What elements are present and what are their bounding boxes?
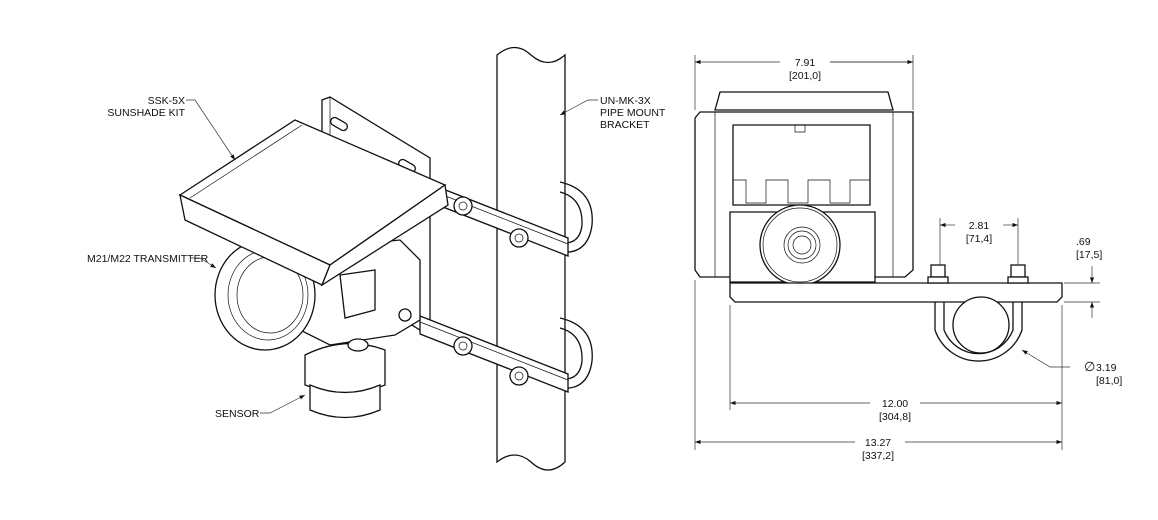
svg-text:13.27: 13.27 xyxy=(865,437,891,449)
nuts xyxy=(453,196,529,386)
svg-text:∅: ∅ xyxy=(1084,359,1095,374)
dim-overall-length: 13.27 [337,2] xyxy=(694,280,1062,462)
callout-bracket: UN-MK-3X PIPE MOUNT BRACKET xyxy=(559,95,666,131)
dim-bolt-spacing: 2.81 [71,4] xyxy=(939,218,1019,265)
bracket-plate xyxy=(729,282,1063,303)
svg-text:SENSOR: SENSOR xyxy=(215,408,260,420)
svg-text:SSK-5X: SSK-5X xyxy=(148,95,185,107)
u-bolt-upper xyxy=(559,181,593,253)
svg-text:3.19: 3.19 xyxy=(1096,362,1117,374)
callout-sunshade: SSK-5X SUNSHADE KIT xyxy=(107,95,236,161)
svg-text:2.81: 2.81 xyxy=(969,220,990,232)
callout-transmitter: M21/M22 TRANSMITTER xyxy=(87,253,217,269)
u-bolt-lower xyxy=(559,317,593,389)
svg-text:[17,5]: [17,5] xyxy=(1076,249,1102,261)
svg-text:[81,0]: [81,0] xyxy=(1096,375,1122,387)
svg-text:UN-MK-3X: UN-MK-3X xyxy=(600,95,651,107)
dim-pipe-diameter: ∅ 3.19 [81,0] xyxy=(1021,349,1122,387)
svg-text:[304,8]: [304,8] xyxy=(879,411,911,423)
svg-text:SUNSHADE KIT: SUNSHADE KIT xyxy=(107,107,185,119)
svg-text:[337,2]: [337,2] xyxy=(862,450,894,462)
svg-text:BRACKET: BRACKET xyxy=(600,119,650,131)
front-view xyxy=(694,91,1063,362)
callout-sensor: SENSOR xyxy=(215,394,306,420)
dim-width: 7.91 [201,0] xyxy=(695,55,914,110)
isometric-view xyxy=(178,46,593,471)
dim-plate-length: 12.00 [304,8] xyxy=(729,305,1063,450)
svg-text:7.91: 7.91 xyxy=(795,57,816,69)
pipe-section xyxy=(952,296,1010,354)
dim-plate-thickness: .69 [17,5] xyxy=(1064,236,1102,318)
svg-text:.69: .69 xyxy=(1076,236,1091,248)
svg-text:[71,4]: [71,4] xyxy=(966,233,992,245)
sunshade xyxy=(178,119,449,287)
svg-text:[201,0]: [201,0] xyxy=(789,70,821,82)
svg-text:PIPE MOUNT: PIPE MOUNT xyxy=(600,107,666,119)
svg-text:12.00: 12.00 xyxy=(882,398,908,410)
svg-text:M21/M22 TRANSMITTER: M21/M22 TRANSMITTER xyxy=(87,253,209,265)
pipe xyxy=(496,46,566,471)
sensor xyxy=(304,338,386,419)
